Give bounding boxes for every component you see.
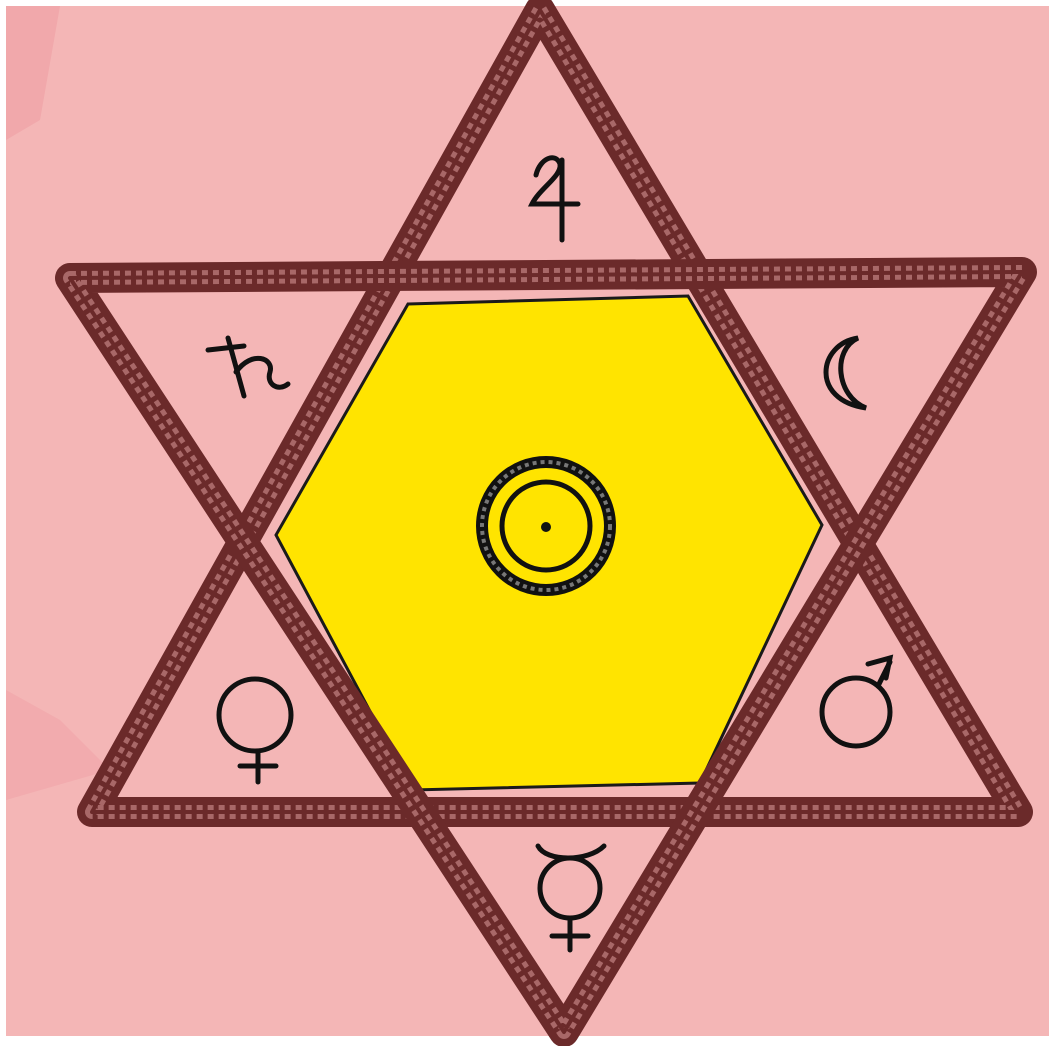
sun-symbol-icon: [482, 462, 610, 590]
